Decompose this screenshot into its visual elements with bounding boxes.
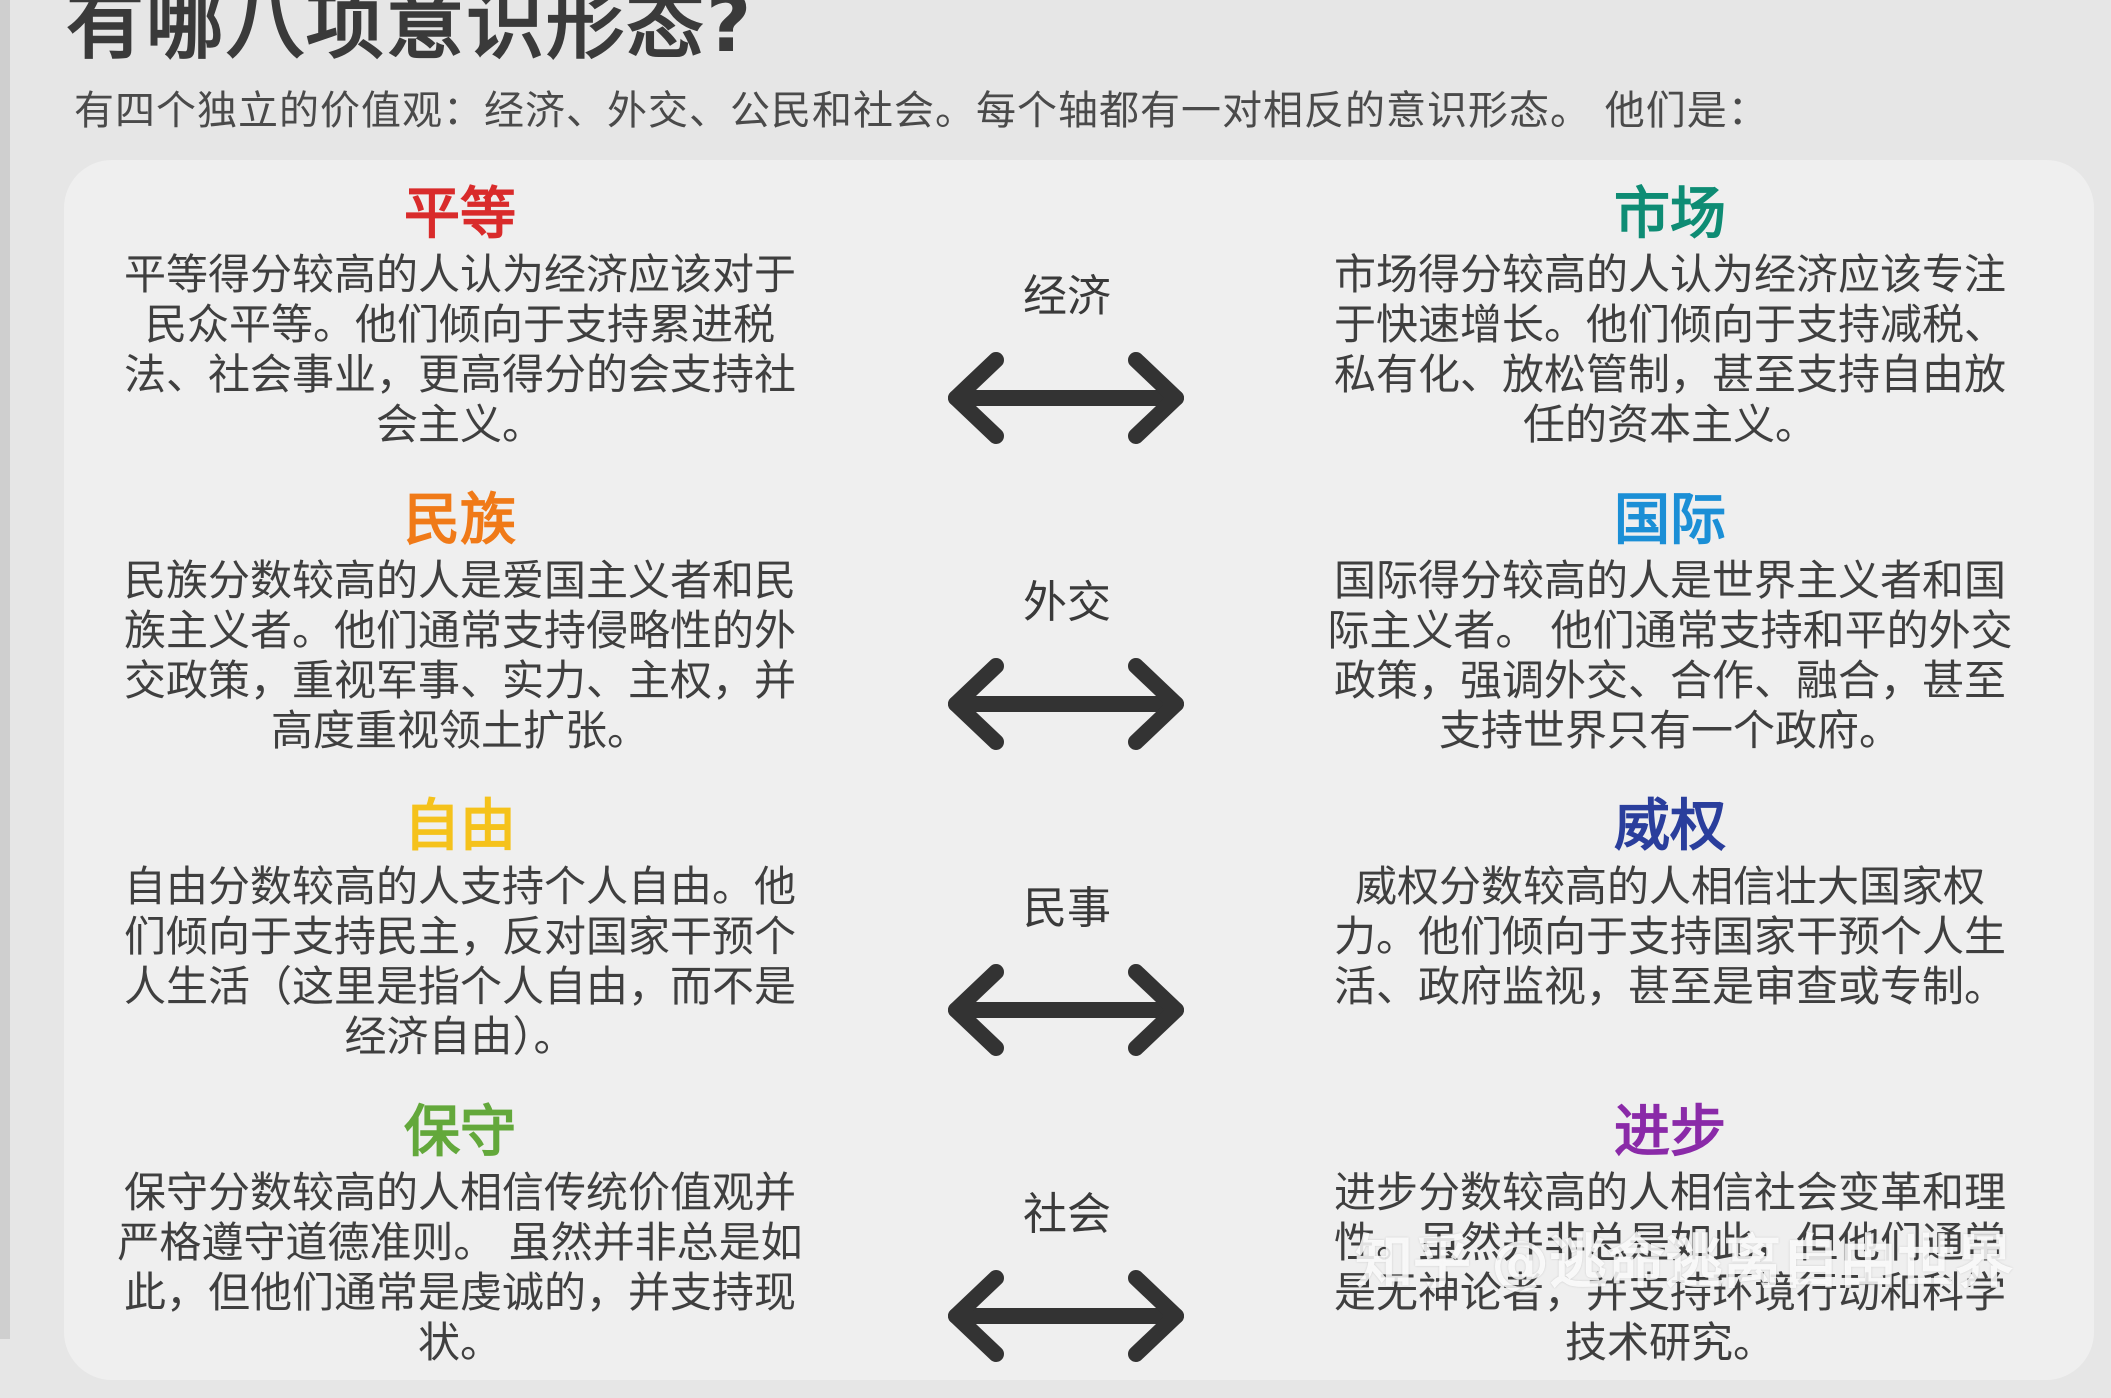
axis-label-civil: 民事 [1023, 883, 1111, 934]
double-arrow-icon [948, 352, 1184, 444]
ideology-title-authority: 威权 [1614, 794, 1726, 859]
ideology-title-tradition: 保守 [404, 1100, 516, 1165]
page-title: 有哪八项意识形态? [66, 0, 754, 70]
ideology-desc-globe: 国际得分较高的人是世界主义者和国际主义者。 他们通常支持和平的外交政策，强调外交… [1327, 556, 2013, 755]
axis-label-diplomatic: 外交 [1023, 577, 1111, 628]
double-arrow-icon [948, 658, 1184, 750]
axes-panel [64, 160, 2094, 1380]
ideology-nation: 民族 民族分数较高的人是爱国主义者和民族主义者。他们通常支持侵略性的外交政策，重… [110, 486, 810, 756]
axis-row-diplomatic: 民族 民族分数较高的人是爱国主义者和民族主义者。他们通常支持侵略性的外交政策，重… [0, 486, 2111, 786]
left-edge-strip [0, 0, 10, 1339]
ideology-desc-markets: 市场得分较高的人认为经济应该专注于快速增长。他们倾向于支持减税、私有化、放松管制… [1333, 250, 2006, 449]
ideology-tradition: 保守 保守分数较高的人相信传统价值观并严格遵守道德准则。 虽然并非总是如此，但他… [110, 1098, 810, 1368]
ideology-desc-nation: 民族分数较高的人是爱国主义者和民族主义者。他们通常支持侵略性的外交政策，重视军事… [123, 556, 796, 755]
axis-row-economic: 平等 平等得分较高的人认为经济应该对于民众平等。他们倾向于支持累进税法、社会事业… [0, 180, 2111, 480]
ideology-title-equality: 平等 [404, 182, 516, 247]
ideology-title-liberty: 自由 [404, 794, 516, 859]
ideology-title-markets: 市场 [1614, 182, 1726, 247]
watermark-text: 知乎 @逃命逃离自由世界 [1355, 1228, 2014, 1296]
ideology-title-progress: 进步 [1614, 1100, 1726, 1165]
ideology-desc-equality: 平等得分较高的人认为经济应该对于民众平等。他们倾向于支持累进税法、社会事业，更高… [123, 250, 796, 449]
axis-row-societal: 保守 保守分数较高的人相信传统价值观并严格遵守道德准则。 虽然并非总是如此，但他… [0, 1098, 2111, 1398]
ideology-liberty: 自由 自由分数较高的人支持个人自由。他们倾向于支持民主，反对国家干预个人生活（这… [110, 792, 810, 1062]
ideology-authority: 威权 威权分数较高的人相信壮大国家权力。他们倾向于支持国家干预个人生活、政府监视… [1320, 792, 2020, 1012]
axis-label-economic: 经济 [1023, 271, 1111, 322]
ideology-desc-liberty: 自由分数较高的人支持个人自由。他们倾向于支持民主，反对国家干预个人生活（这里是指… [123, 862, 796, 1061]
ideology-equality: 平等 平等得分较高的人认为经济应该对于民众平等。他们倾向于支持累进税法、社会事业… [110, 180, 810, 450]
axis-row-civil: 自由 自由分数较高的人支持个人自由。他们倾向于支持民主，反对国家干预个人生活（这… [0, 792, 2111, 1092]
ideology-desc-tradition: 保守分数较高的人相信传统价值观并严格遵守道德准则。 虽然并非总是如此，但他们通常… [117, 1168, 803, 1367]
ideology-title-nation: 民族 [404, 488, 516, 553]
ideology-desc-authority: 威权分数较高的人相信壮大国家权力。他们倾向于支持国家干预个人生活、政府监视，甚至… [1333, 862, 2006, 1011]
axis-label-societal: 社会 [1023, 1189, 1111, 1240]
double-arrow-icon [948, 964, 1184, 1056]
page-subtitle: 有四个独立的价值观：经济、外交、公民和社会。每个轴都有一对相反的意识形态。 他们… [74, 88, 1769, 134]
ideology-title-globe: 国际 [1614, 488, 1726, 553]
ideology-globe: 国际 国际得分较高的人是世界主义者和国际主义者。 他们通常支持和平的外交政策，强… [1320, 486, 2020, 756]
double-arrow-icon [948, 1270, 1184, 1362]
ideology-markets: 市场 市场得分较高的人认为经济应该专注于快速增长。他们倾向于支持减税、私有化、放… [1320, 180, 2020, 450]
